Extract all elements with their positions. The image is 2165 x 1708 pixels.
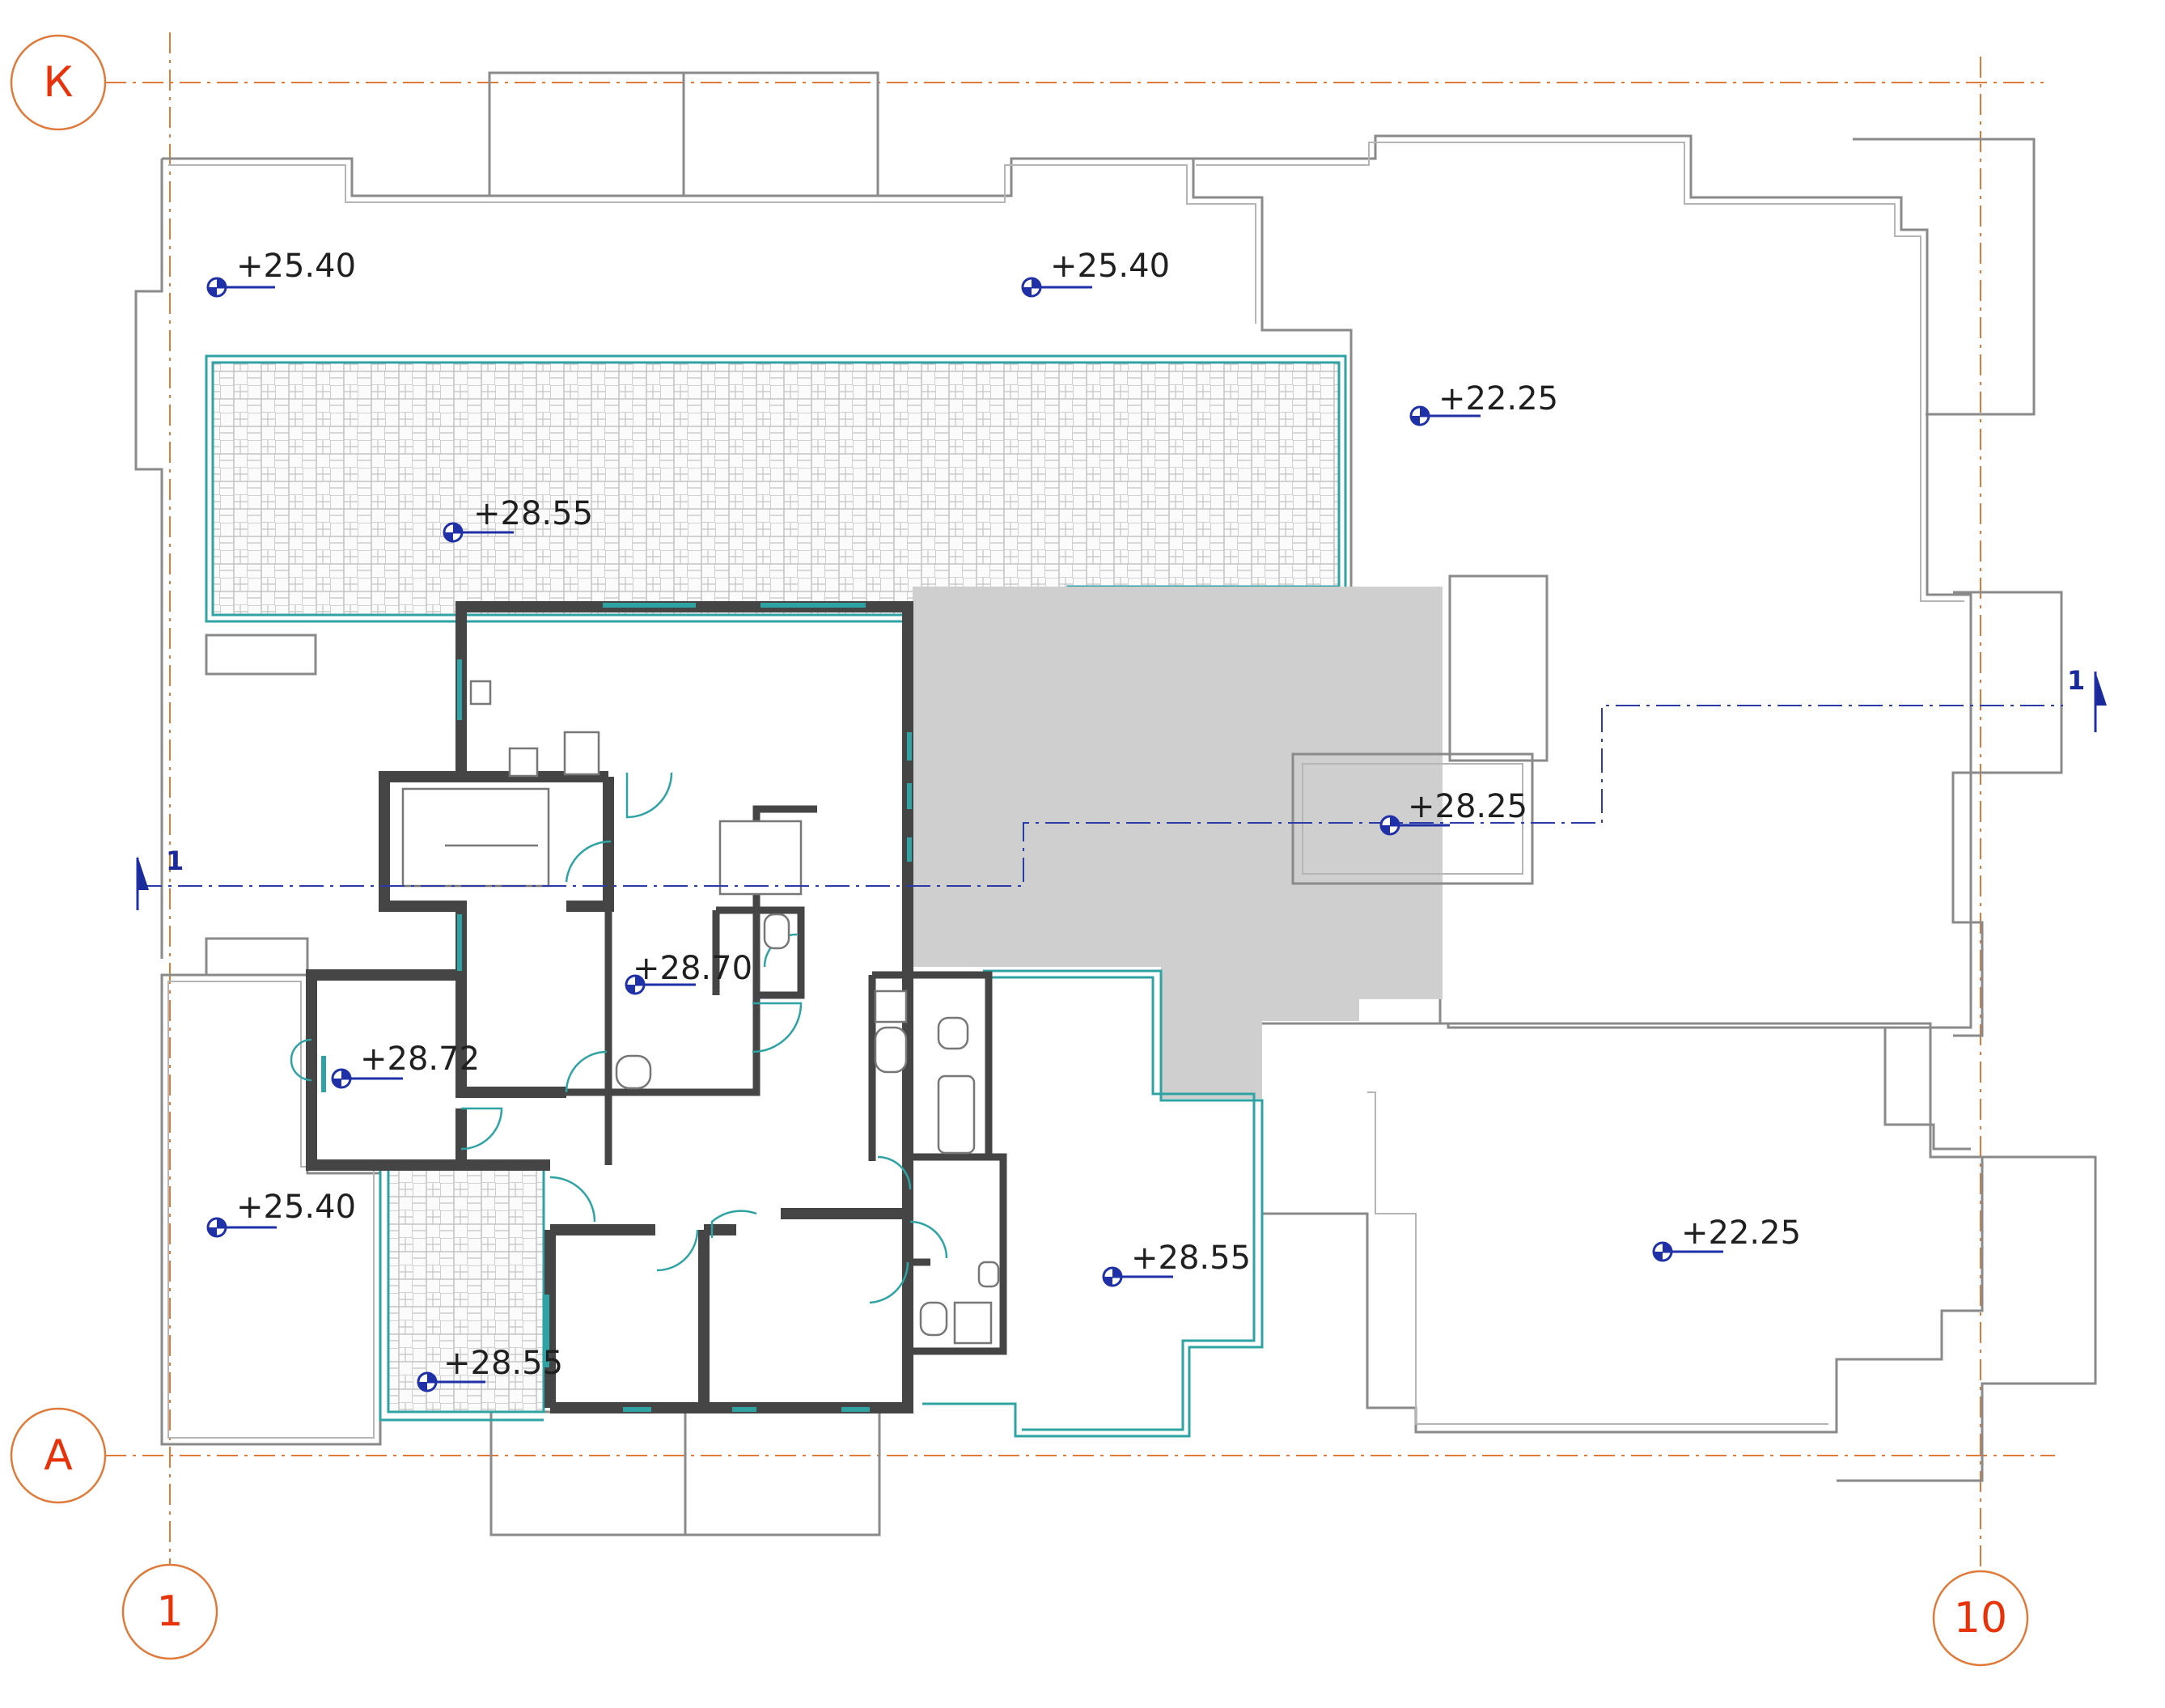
level-label-terrace-se: +28.55 [1131,1240,1251,1277]
east-terrace-box-1 [1448,574,1549,762]
stair-block [401,787,550,888]
roof-notch-east [1951,591,2063,1037]
roof-outlines [134,71,2097,1536]
toilet-2 [919,1301,948,1337]
axis-bubble-K [10,34,107,131]
terrace-edge-sw [379,1161,544,1422]
level-marker-terrace-sw: +28.55 [417,1345,563,1392]
door-hall [549,1176,596,1223]
wc-bowl [763,913,790,950]
level-label-roof-se: +22.25 [1681,1214,1801,1252]
balcony-south-2 [684,1410,881,1536]
door-balcony-west [290,1038,312,1082]
wall-south-rooms [544,1208,908,1413]
roof-outline-nw-inner [168,164,1256,324]
shaded-terrace [913,587,1443,1099]
roof-outline-ne-right [1853,138,2036,1151]
section-line: 1 1 [136,665,2107,910]
door-west-room [565,1050,608,1093]
wall-service [712,906,805,999]
basin-1 [874,990,908,1024]
door-bedroom-2 [710,1210,757,1238]
level-label-apartment-w: +28.72 [360,1040,480,1078]
bathtub [937,1074,976,1155]
level-marker-roof-nw: +25.40 [206,248,356,298]
door-stair [565,840,612,883]
elevator [718,820,803,896]
balcony-south-1 [489,1410,687,1536]
door-west-small [460,1107,503,1151]
roof-outline-se [1262,1022,1984,1434]
level-marker-roof-n: +25.40 [1021,248,1170,298]
axis-bubble-1 [121,1563,218,1660]
door-bath-2 [909,1220,948,1259]
level-label-roof-nw: +25.40 [236,248,356,285]
east-terrace-box-2-inner [1302,763,1523,875]
level-label-terrace-sw: +28.55 [443,1345,563,1382]
section-arrow-west [138,856,149,890]
section-arrow-east [2095,672,2107,706]
roof-outline-se-right [1837,1155,2097,1482]
level-label-roof-ne: +22.25 [1438,380,1558,417]
basin-3 [977,1261,1000,1288]
apartment-walls [306,601,1007,1413]
wall-west-room [306,975,550,1171]
kitchen-stove [508,747,539,778]
basin-2 [874,1026,908,1074]
terrace-edge-se [922,969,1264,1438]
section-path [138,705,2063,887]
wall-bath-east [868,971,1007,1355]
section-label-east: 1 [2067,665,2085,696]
balcony-north-1 [488,71,685,197]
terrace-edge-se-inner [991,976,1256,1431]
level-label-terrace-n: +28.55 [473,495,593,532]
terrace-paving-north [211,361,1341,617]
sw-parapet [205,937,309,977]
toilet-1 [937,1016,969,1050]
level-marker-apartment-w: +28.72 [331,1040,480,1089]
level-label-apartment-core: +28.70 [633,950,752,987]
axis-bubble-10 [1932,1570,2029,1667]
level-marker-roof-se: +22.25 [1652,1214,1801,1262]
door-bedroom-bath [869,1261,909,1304]
door-bedroom-1 [656,1229,699,1272]
east-terrace-box-2 [1291,752,1534,885]
section-label-west: 1 [166,846,184,876]
level-label-roof-sw: +25.40 [236,1189,356,1226]
axis-label-10: 10 [1954,1594,2007,1642]
roof-outline-ne-inner [1196,142,1964,602]
level-marker-roof-ne: +22.25 [1409,380,1558,426]
nw-parapet [205,634,317,676]
level-label-roof-n: +25.40 [1050,248,1170,285]
kitchen-sink [469,680,492,706]
fixtures [401,680,1000,1345]
glazing [321,603,912,1412]
door-kitchen [625,772,673,819]
door-bath-1 [877,1155,912,1190]
door-core-room [752,1002,803,1053]
level-marker-terrace-e-upper: +28.25 [1379,788,1527,836]
axis-bubble-A [10,1407,107,1504]
level-marker-terrace-se: +28.55 [1102,1240,1251,1287]
grid-axes: К А 1 10 [10,32,2055,1667]
washbasin-core [615,1054,652,1090]
kitchen-fridge [563,731,600,776]
shower [953,1301,993,1345]
axis-label-K: К [44,58,74,107]
level-label-terrace-e-upper: +28.25 [1408,788,1527,825]
level-marker-apartment-core: +28.70 [625,950,752,995]
level-marker-terrace-n: +28.55 [443,495,593,543]
axis-label-A: А [44,1431,73,1480]
level-marker-roof-sw: +25.40 [206,1189,356,1238]
roof-outline-se-inner [1367,1091,1828,1425]
balcony-north-2 [682,71,879,197]
doors [290,772,948,1304]
axis-label-1: 1 [156,1587,183,1636]
